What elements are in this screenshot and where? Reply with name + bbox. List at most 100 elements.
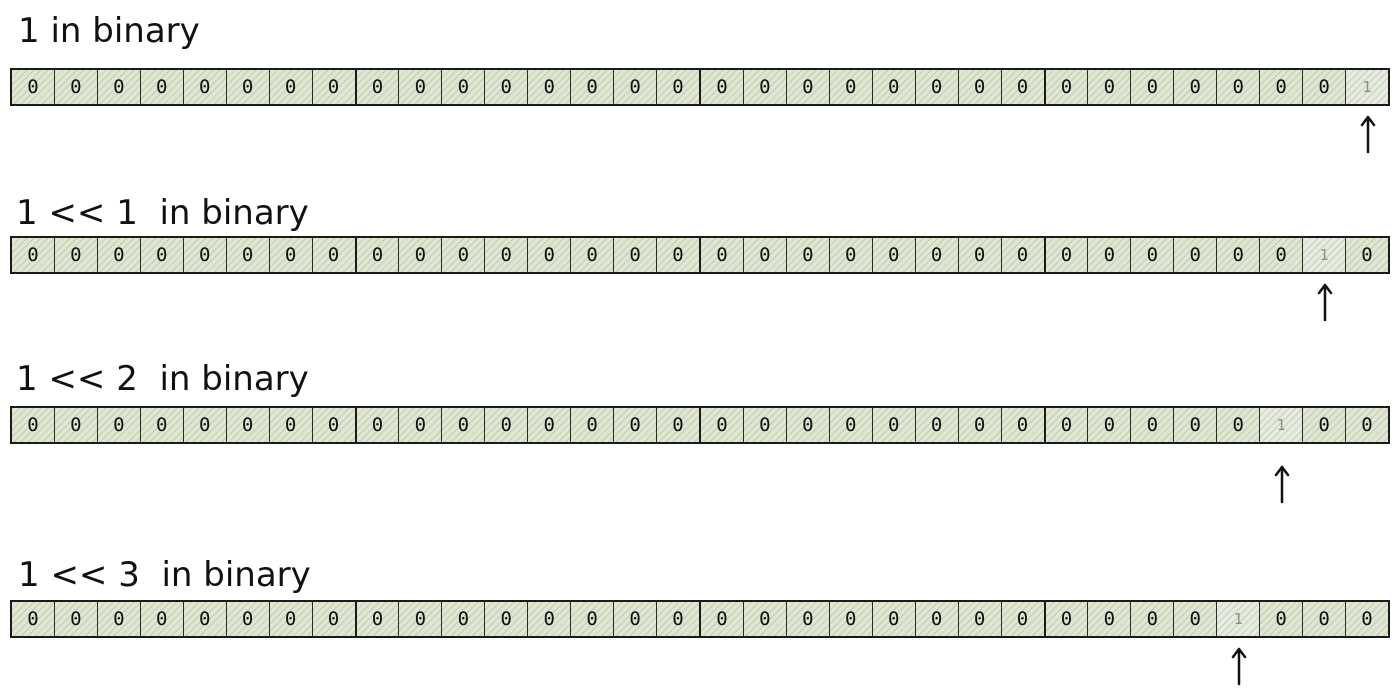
bit-cell: 0 xyxy=(1043,408,1088,442)
bit-cell: 0 xyxy=(785,238,829,272)
bit-cell: 0 xyxy=(656,602,699,636)
bit-cell: 0 xyxy=(957,408,1001,442)
bit-cell: 0 xyxy=(914,602,958,636)
bit-cell: 0 xyxy=(1000,602,1044,636)
up-arrow-icon xyxy=(1360,114,1376,154)
bit-cell: 0 xyxy=(527,408,571,442)
bit-cell: 0 xyxy=(354,408,399,442)
bit-cell: 0 xyxy=(742,70,786,104)
bit-cell: 0 xyxy=(570,70,614,104)
bit-cell: 0 xyxy=(354,602,399,636)
bit-cell: 0 xyxy=(1345,602,1388,636)
bit-cell: 0 xyxy=(225,238,269,272)
bit-cell: 0 xyxy=(914,70,958,104)
bit-cell: 1 xyxy=(1302,238,1346,272)
bit-cell: 1 xyxy=(1216,602,1260,636)
row-title-2: 1 << 1 in binary xyxy=(16,193,309,233)
bit-cell: 0 xyxy=(613,408,657,442)
bit-cell: 0 xyxy=(182,70,226,104)
bit-cell: 0 xyxy=(1130,602,1174,636)
bit-cell: 0 xyxy=(398,238,442,272)
bit-cell: 0 xyxy=(12,602,54,636)
bit-cell: 0 xyxy=(53,238,97,272)
bit-cell: 0 xyxy=(12,408,54,442)
bit-cell: 0 xyxy=(828,408,872,442)
bit-cell: 0 xyxy=(441,70,485,104)
bit-cell: 0 xyxy=(570,408,614,442)
bit-cell: 0 xyxy=(1173,238,1217,272)
bit-cell: 0 xyxy=(914,238,958,272)
bit-cell: 0 xyxy=(613,602,657,636)
bit-cell: 0 xyxy=(96,70,140,104)
bit-cell: 0 xyxy=(268,238,312,272)
bit-cell: 0 xyxy=(1173,408,1217,442)
bit-cell: 0 xyxy=(484,238,528,272)
bit-cell: 0 xyxy=(527,70,571,104)
bit-cell: 0 xyxy=(1345,238,1388,272)
bit-cell: 0 xyxy=(785,408,829,442)
bit-cell: 0 xyxy=(785,602,829,636)
bit-cell: 1 xyxy=(1345,70,1388,104)
bit-cell: 0 xyxy=(311,70,355,104)
bit-cell: 0 xyxy=(354,70,399,104)
bit-cell: 0 xyxy=(484,408,528,442)
up-arrow-icon xyxy=(1274,464,1290,504)
bit-cell: 0 xyxy=(139,408,183,442)
bit-cell: 1 xyxy=(1259,408,1303,442)
bit-cell: 0 xyxy=(484,602,528,636)
bit-cell: 0 xyxy=(441,602,485,636)
bit-cell: 0 xyxy=(53,408,97,442)
bit-cell: 0 xyxy=(1130,408,1174,442)
bit-cell: 0 xyxy=(1216,238,1260,272)
bit-cell: 0 xyxy=(139,602,183,636)
bit-cell: 0 xyxy=(570,602,614,636)
bit-cell: 0 xyxy=(871,238,915,272)
bit-cell: 0 xyxy=(527,602,571,636)
bit-cell: 0 xyxy=(613,70,657,104)
bit-cell: 0 xyxy=(699,238,743,272)
bit-cell: 0 xyxy=(1216,408,1260,442)
bit-cell: 0 xyxy=(268,70,312,104)
up-arrow-icon xyxy=(1317,282,1333,322)
bit-cell: 0 xyxy=(1000,238,1044,272)
row-title-3: 1 << 2 in binary xyxy=(16,359,309,399)
bit-cell: 0 xyxy=(742,238,786,272)
bit-cell: 0 xyxy=(182,602,226,636)
bit-cell: 0 xyxy=(398,70,442,104)
bit-cell: 0 xyxy=(699,408,743,442)
bit-cell: 0 xyxy=(182,238,226,272)
bit-cell: 0 xyxy=(613,238,657,272)
bit-cell: 0 xyxy=(268,602,312,636)
bit-cell: 0 xyxy=(441,408,485,442)
bit-cell: 0 xyxy=(527,238,571,272)
bit-cell: 0 xyxy=(742,602,786,636)
bit-cell: 0 xyxy=(871,408,915,442)
bit-cell: 0 xyxy=(1087,238,1131,272)
bit-cell: 0 xyxy=(1087,602,1131,636)
bit-cell: 0 xyxy=(225,602,269,636)
bit-cell: 0 xyxy=(699,70,743,104)
bit-cell: 0 xyxy=(914,408,958,442)
up-arrow-icon xyxy=(1231,646,1247,686)
bit-cell: 0 xyxy=(957,238,1001,272)
bit-cell: 0 xyxy=(268,408,312,442)
bit-cell: 0 xyxy=(871,70,915,104)
bit-cell: 0 xyxy=(96,408,140,442)
bit-cell: 0 xyxy=(1216,70,1260,104)
bit-cell: 0 xyxy=(96,602,140,636)
bit-cell: 0 xyxy=(957,70,1001,104)
bit-cell: 0 xyxy=(225,408,269,442)
bit-cell: 0 xyxy=(311,602,355,636)
bit-cell: 0 xyxy=(957,602,1001,636)
bit-cell: 0 xyxy=(398,408,442,442)
bit-cell: 0 xyxy=(139,238,183,272)
bit-cell: 0 xyxy=(828,70,872,104)
bit-cell: 0 xyxy=(656,70,699,104)
bit-cell: 0 xyxy=(1259,70,1303,104)
bit-cell: 0 xyxy=(1087,70,1131,104)
bit-cell: 0 xyxy=(225,70,269,104)
bit-cell: 0 xyxy=(656,238,699,272)
bit-cell: 0 xyxy=(441,238,485,272)
